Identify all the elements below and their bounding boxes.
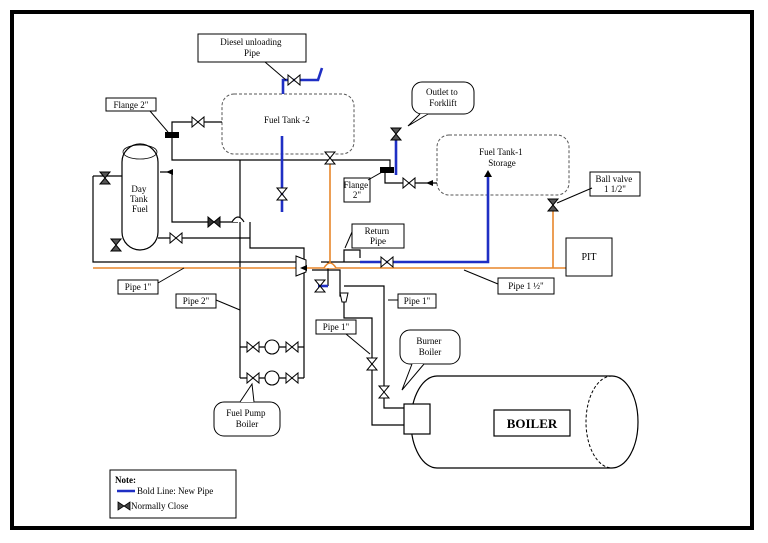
svg-text:Pipe 1": Pipe 1": [125, 282, 152, 292]
legend-title: Note:: [115, 475, 136, 485]
day-tank: [121, 143, 159, 251]
legend: Note: Bold Line: New Pipe Normally Close: [109, 469, 237, 519]
callout-pipe-1-left: Pipe 1": [117, 267, 185, 295]
fuel-tank-1: [436, 134, 570, 196]
callout-pipe-1-mid: Pipe 1": [315, 319, 371, 355]
day-tank-label: Day Tank Fuel: [130, 184, 150, 214]
burner: [403, 403, 431, 435]
svg-text:Outlet to Forklift: Outlet to Forklift: [426, 87, 460, 108]
svg-text:Fuel Pump Boiler: Fuel Pump Boiler: [226, 408, 268, 429]
pump-2: [264, 370, 280, 386]
pump-1: [264, 339, 280, 355]
svg-text:Pipe 2": Pipe 2": [183, 296, 210, 306]
svg-text:Pipe 1": Pipe 1": [404, 296, 431, 306]
svg-text:Flange 2": Flange 2": [344, 180, 371, 200]
svg-text:Burner Boiler: Burner Boiler: [416, 336, 443, 357]
boiler: BOILER: [410, 375, 639, 469]
pit-label: PIT: [582, 252, 597, 263]
normally-close-icon: [117, 501, 131, 511]
legend-bold-line: Bold Line: New Pipe: [137, 486, 213, 496]
flange-mid: [380, 167, 394, 173]
callout-burner-boiler: Burner Boiler: [399, 329, 461, 391]
flange-top: [165, 132, 179, 138]
callout-flange-mid: Flange 2": [343, 171, 383, 203]
svg-text:Ball valve 1 1/2": Ball valve 1 1/2": [596, 174, 635, 194]
pit: [565, 237, 613, 277]
callout-return-pipe: Return Pipe: [344, 223, 405, 249]
callout-pipe-2: Pipe 2": [175, 293, 241, 311]
callout-diesel-unloading: Diesel unloading Pipe: [197, 33, 307, 81]
callout-pipe-1-5: Pipe 1 ½": [463, 269, 555, 295]
svg-text:Diesel unloading Pipe: Diesel unloading Pipe: [220, 37, 284, 58]
page-frame: [10, 10, 754, 530]
fuel-tank-1-label: Fuel Tank-1 Storage: [479, 147, 525, 168]
callout-fuel-pump-boiler: Fuel Pump Boiler: [213, 382, 281, 437]
svg-text:Pipe 1 ½": Pipe 1 ½": [508, 281, 544, 291]
svg-text:Flange 2": Flange 2": [114, 100, 149, 110]
boiler-label: BOILER: [507, 416, 558, 431]
callout-ball-valve: Ball valve 1 1/2": [556, 171, 641, 204]
svg-text:Return Pipe: Return Pipe: [365, 226, 392, 246]
fuel-tank-2: [221, 93, 355, 155]
fuel-tank-2-label: Fuel Tank -2: [264, 115, 310, 125]
legend-normally-close: Normally Close: [131, 501, 188, 511]
svg-text:Pipe 1": Pipe 1": [323, 322, 350, 332]
callout-flange-top: Flange 2": [105, 97, 169, 133]
callout-pipe-1-right: Pipe 1": [388, 293, 437, 309]
callout-outlet-forklift: Outlet to Forklift: [407, 81, 475, 127]
